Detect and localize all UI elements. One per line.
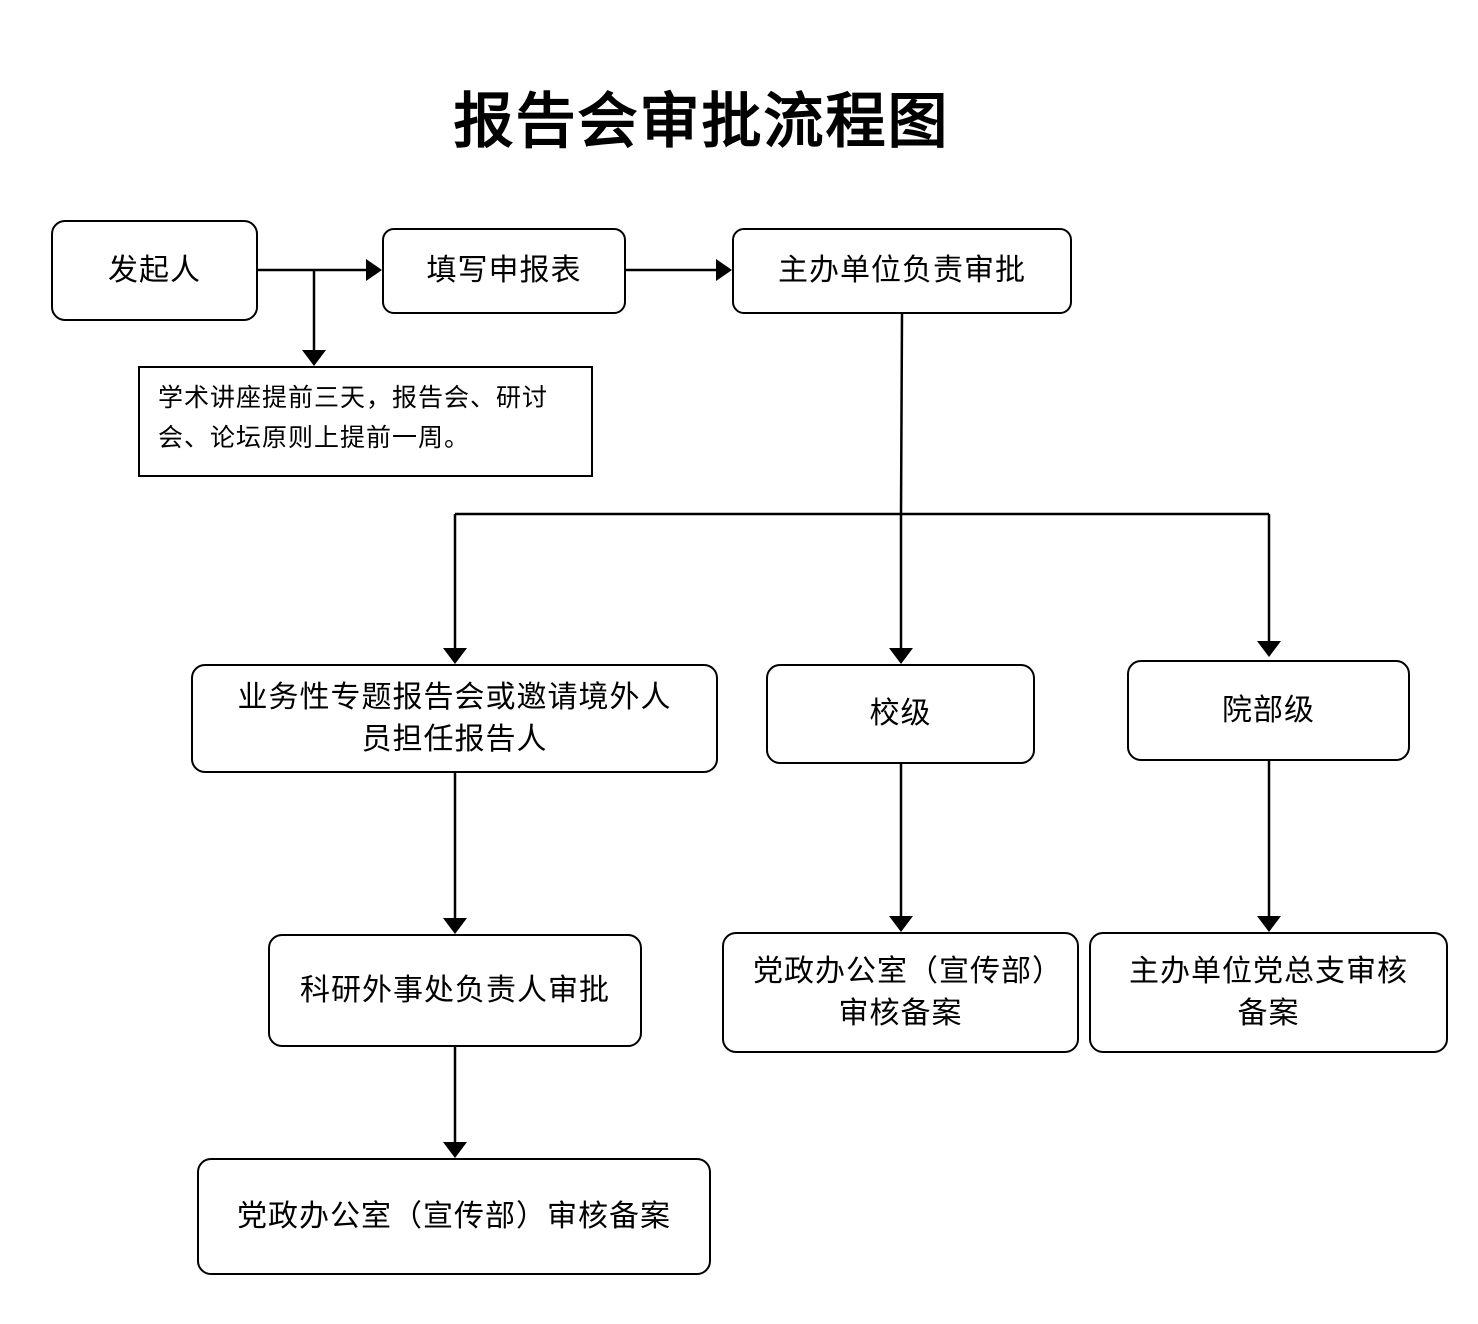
- node-fill-form: 填写申报表: [382, 228, 626, 314]
- node-college-level: 院部级: [1127, 660, 1410, 761]
- node-topical-report-label: 业务性专题报告会或邀请境外人员担任报告人: [237, 679, 672, 757]
- arrowhead-host: [716, 259, 732, 281]
- node-host-unit-approval-label: 主办单位负责审批: [778, 253, 1026, 288]
- arrowhead-note: [302, 350, 326, 366]
- node-fill-form-label: 填写申报表: [426, 253, 582, 288]
- note-advance-notice-text: 学术讲座提前三天，报告会、研讨会、论坛原则上提前一周。: [158, 383, 549, 452]
- node-school-level: 校级: [766, 664, 1035, 764]
- arrowhead-branch: [1257, 916, 1281, 932]
- node-party-office-final: 党政办公室（宣传部）审核备案: [197, 1158, 711, 1275]
- arrowhead-form: [366, 259, 382, 281]
- node-party-office-final-label: 党政办公室（宣传部）审核备案: [237, 1198, 671, 1234]
- arrowhead-topical: [443, 648, 467, 664]
- arrowhead-final: [443, 1142, 467, 1158]
- node-school-level-label: 校级: [869, 696, 932, 731]
- arrowhead-research: [443, 918, 467, 934]
- node-party-office-school: 党政办公室（宣传部）审核备案: [722, 932, 1079, 1053]
- node-party-branch: 主办单位党总支审核备案: [1089, 932, 1448, 1053]
- arrowhead-office: [889, 916, 913, 932]
- arrowhead-college: [1257, 641, 1281, 657]
- note-advance-notice: 学术讲座提前三天，报告会、研讨会、论坛原则上提前一周。: [138, 366, 593, 477]
- node-research-foreign-affairs-label: 科研外事处负责人审批: [300, 972, 610, 1008]
- node-topical-report: 业务性专题报告会或邀请境外人员担任报告人: [191, 664, 718, 773]
- node-initiator-label: 发起人: [108, 252, 201, 288]
- node-college-level-label: 院部级: [1222, 692, 1315, 728]
- page-title: 报告会审批流程图: [453, 87, 950, 157]
- node-party-office-school-label: 党政办公室（宣传部）审核备案: [753, 953, 1048, 1031]
- line-host-down: [899, 313, 904, 515]
- node-initiator: 发起人: [51, 220, 258, 321]
- arrowhead-school: [889, 648, 913, 664]
- node-research-foreign-affairs: 科研外事处负责人审批: [268, 934, 642, 1047]
- node-host-unit-approval: 主办单位负责审批: [732, 228, 1072, 314]
- node-party-branch-label: 主办单位党总支审核备案: [1129, 953, 1408, 1031]
